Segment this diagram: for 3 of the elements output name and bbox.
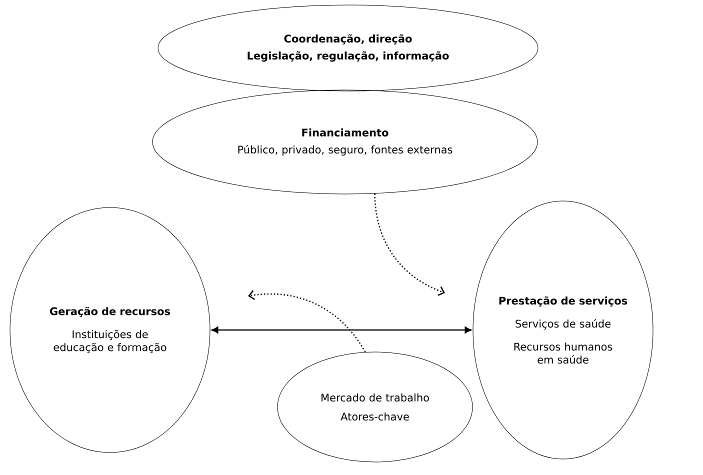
dotted-arrow [374,194,445,296]
dotted-arrow [248,290,366,352]
double-arrow [212,326,472,334]
